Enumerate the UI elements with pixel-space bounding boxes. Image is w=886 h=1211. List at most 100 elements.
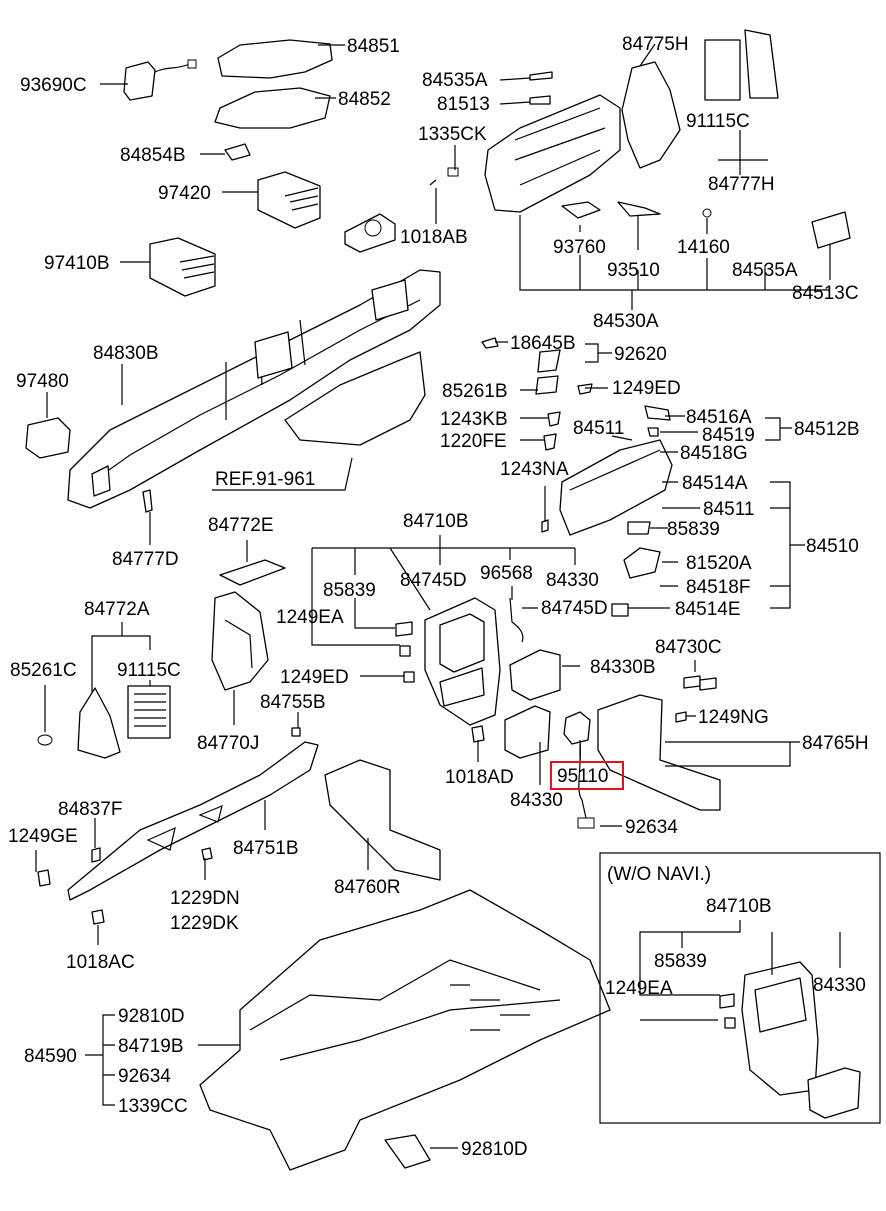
label-84513C[interactable]: 84513C [792, 283, 859, 304]
label-84730C[interactable]: 84730C [655, 637, 722, 658]
label-93510[interactable]: 93510 [607, 260, 660, 281]
part-84772A [77, 687, 121, 759]
label-84710B-1[interactable]: 84710B [403, 511, 469, 532]
label-84530A[interactable]: 84530A [593, 311, 659, 332]
label-85839-2[interactable]: 85839 [323, 580, 376, 601]
grille-91115C [127, 685, 171, 739]
label-1249ED-1[interactable]: 1249ED [612, 378, 681, 399]
label-92620[interactable]: 92620 [614, 344, 667, 365]
label-85261B[interactable]: 85261B [442, 381, 508, 402]
label-85839-1[interactable]: 85839 [667, 519, 720, 540]
label-84755B[interactable]: 84755B [260, 692, 326, 713]
label-85261C[interactable]: 85261C [10, 660, 77, 681]
label-84830B[interactable]: 84830B [93, 343, 159, 364]
part-81520A [623, 547, 661, 579]
label-84837F[interactable]: 84837F [58, 799, 122, 820]
label-1243KB[interactable]: 1243KB [440, 409, 508, 430]
part-84772E [219, 559, 286, 586]
label-84514A[interactable]: 84514A [682, 473, 748, 494]
column-bracket [224, 143, 251, 161]
label-84775H[interactable]: 84775H [622, 34, 689, 55]
label-84772E[interactable]: 84772E [208, 515, 274, 536]
label-84765H[interactable]: 84765H [802, 733, 869, 754]
label-84772A[interactable]: 84772A [84, 599, 150, 620]
label-84535A-1[interactable]: 84535A [422, 70, 488, 91]
label-84516A[interactable]: 84516A [686, 407, 752, 428]
label-84777D[interactable]: 84777D [112, 549, 179, 570]
label-84852[interactable]: 84852 [338, 89, 391, 110]
label-84760R[interactable]: 84760R [334, 877, 401, 898]
label-97480[interactable]: 97480 [16, 371, 69, 392]
lower-column-cover [214, 87, 331, 129]
label-84751B[interactable]: 84751B [233, 838, 299, 859]
wo-navi-box [599, 852, 881, 1124]
label-1220FE[interactable]: 1220FE [440, 431, 507, 452]
label-81513[interactable]: 81513 [437, 94, 490, 115]
label-84590[interactable]: 84590 [24, 1046, 77, 1067]
label-1339CC[interactable]: 1339CC [118, 1096, 188, 1117]
label-84518F[interactable]: 84518F [686, 577, 750, 598]
label-1243NA[interactable]: 1243NA [500, 459, 569, 480]
label-1249ED-2[interactable]: 1249ED [280, 667, 349, 688]
label-84519[interactable]: 84519 [702, 425, 755, 446]
label-93690C[interactable]: 93690C [20, 75, 87, 96]
label-93760[interactable]: 93760 [553, 237, 606, 258]
label-92634-1[interactable]: 92634 [625, 817, 678, 838]
label-84770J[interactable]: 84770J [197, 733, 259, 754]
label-92810D-1[interactable]: 92810D [118, 1006, 185, 1027]
label-92810D-2[interactable]: 92810D [461, 1139, 528, 1160]
label-91115C-2[interactable]: 91115C [117, 660, 181, 681]
navi-fascia [741, 961, 819, 1096]
label-84518G[interactable]: 84518G [680, 443, 748, 464]
label-84514E[interactable]: 84514E [675, 599, 741, 620]
label-84745D-2[interactable]: 84745D [541, 598, 608, 619]
label-96568[interactable]: 96568 [480, 563, 533, 584]
label-wo-navi[interactable]: (W/O NAVI.) [607, 864, 711, 885]
label-84330-2[interactable]: 84330 [510, 790, 563, 811]
label-18645B[interactable]: 18645B [510, 333, 576, 354]
label-1018AD[interactable]: 1018AD [445, 767, 514, 788]
label-84330-3[interactable]: 84330 [813, 975, 866, 996]
label-84710B-2[interactable]: 84710B [706, 896, 772, 917]
part-93760 [561, 201, 601, 219]
label-84330-1[interactable]: 84330 [546, 570, 599, 591]
label-14160[interactable]: 14160 [677, 237, 730, 258]
label-91115C-1[interactable]: 91115C [686, 111, 750, 132]
label-1018AC[interactable]: 1018AC [66, 952, 135, 973]
part-84765H [597, 694, 721, 811]
label-92634-2[interactable]: 92634 [118, 1066, 171, 1087]
label-81520A[interactable]: 81520A [686, 553, 752, 574]
part-drawings [25, 29, 861, 1171]
label-97410B[interactable]: 97410B [44, 253, 110, 274]
label-1229DN[interactable]: 1229DN [170, 888, 240, 909]
highlight-95110 [550, 761, 624, 790]
label-84511-2[interactable]: 84511 [703, 499, 754, 520]
label-84330B[interactable]: 84330B [590, 657, 656, 678]
label-1249NG[interactable]: 1249NG [698, 707, 769, 728]
label-1018AB[interactable]: 1018AB [400, 227, 468, 248]
part-84330B [509, 649, 561, 701]
label-84510[interactable]: 84510 [806, 536, 859, 557]
label-97420[interactable]: 97420 [158, 183, 211, 204]
label-85839-3[interactable]: 85839 [654, 951, 707, 972]
label-1229DK[interactable]: 1229DK [170, 913, 239, 934]
label-ref-91-961[interactable]: REF.91-961 [215, 469, 315, 490]
label-84777H[interactable]: 84777H [708, 174, 775, 195]
label-84512B[interactable]: 84512B [794, 419, 860, 440]
label-1249GE[interactable]: 1249GE [8, 826, 78, 847]
label-1249EA-2[interactable]: 1249EA [605, 978, 673, 999]
panel-84751B [67, 741, 319, 901]
crash-pad-84830B [67, 269, 441, 509]
label-84719B[interactable]: 84719B [118, 1036, 184, 1057]
label-84535A-2[interactable]: 84535A [732, 260, 798, 281]
label-1249EA-1[interactable]: 1249EA [276, 607, 344, 628]
lower-dash [284, 351, 426, 446]
part-84770J [211, 591, 269, 691]
label-84854B[interactable]: 84854B [120, 145, 186, 166]
label-95110[interactable]: 95110 [557, 766, 608, 787]
label-1335CK[interactable]: 1335CK [418, 124, 487, 145]
label-84745D-1[interactable]: 84745D [400, 570, 467, 591]
label-84511-1[interactable]: 84511 [573, 418, 624, 439]
label-84851[interactable]: 84851 [347, 36, 400, 57]
